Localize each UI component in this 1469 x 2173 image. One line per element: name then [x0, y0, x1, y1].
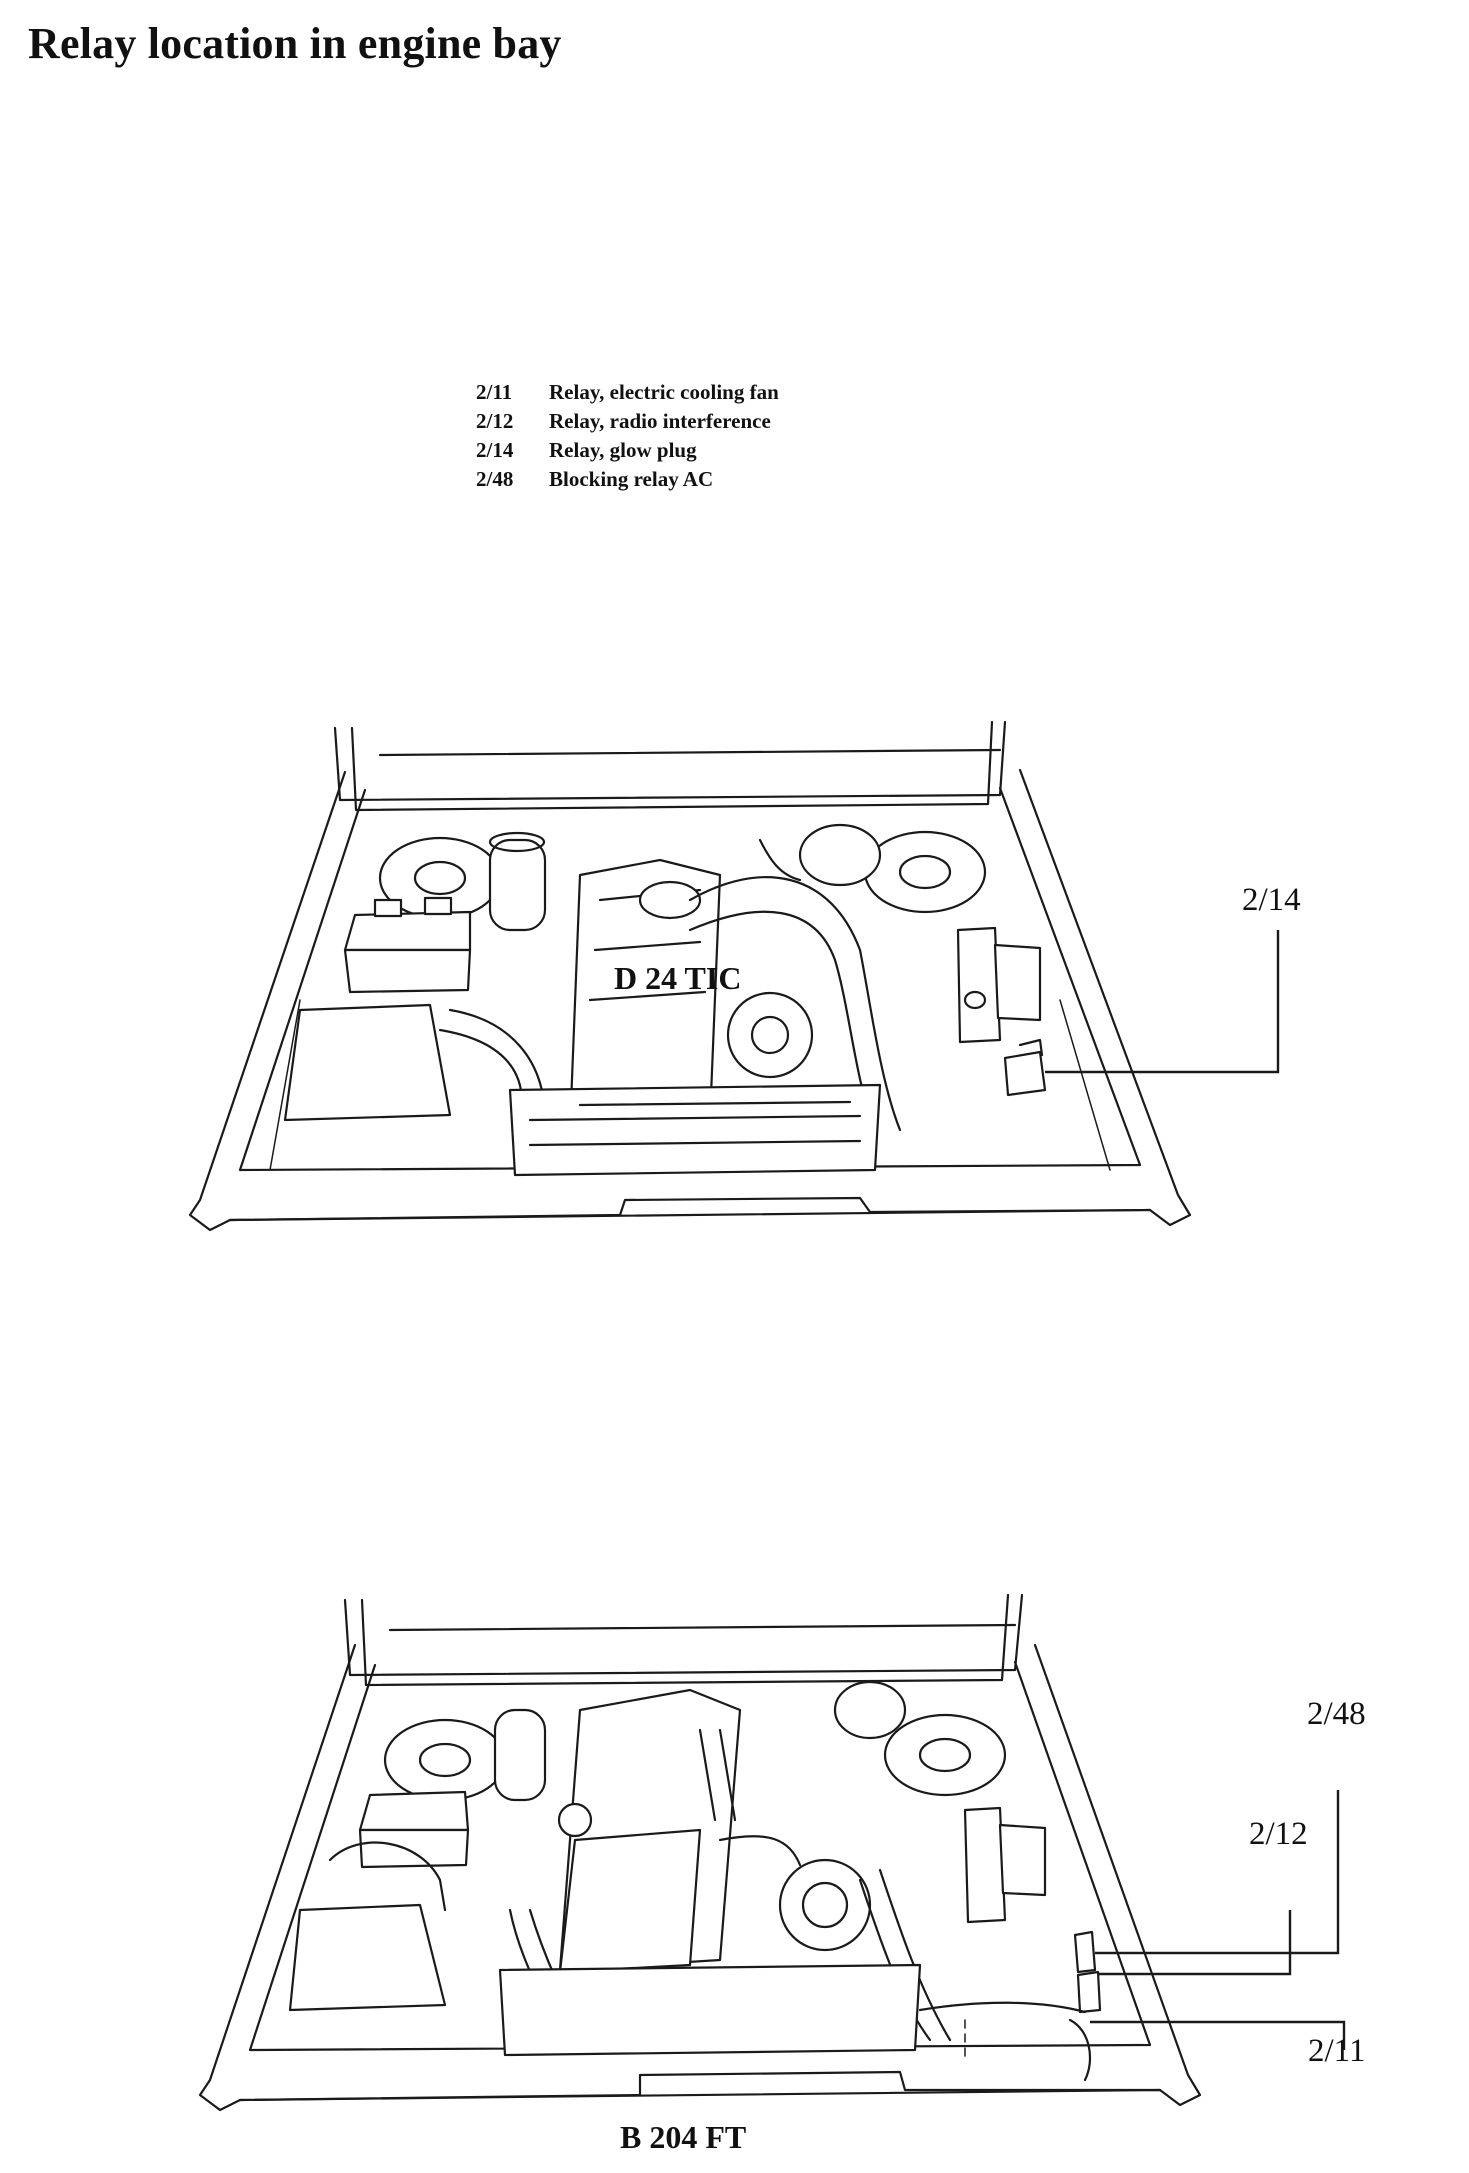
relay-legend: 2/11 Relay, electric cooling fan 2/12 Re…: [476, 378, 779, 494]
relay-2-48: [1073, 1930, 1097, 1974]
strut-tower-right: [883, 1713, 1007, 1797]
leader-line-2-14: [1045, 930, 1280, 1074]
leader-line-2-11: [1090, 2020, 1346, 2050]
strut-tower-right: [863, 830, 987, 914]
engine-bay-diagram-b204ft: 2/48 2/12 2/11 B 204 FT: [0, 1580, 1469, 2173]
legend-code: 2/14: [476, 438, 514, 462]
expansion-tank: [493, 1708, 547, 1802]
legend-label: Relay, radio interference: [549, 409, 771, 433]
legend-item: 2/48 Blocking relay AC: [476, 465, 779, 494]
diagram-caption: D 24 TIC: [614, 960, 742, 996]
callout-2-48: 2/48: [1307, 1696, 1366, 1732]
engine-bay-outline: [198, 1643, 1202, 2112]
hood-edge: [343, 1593, 1024, 1677]
air-filter-box: [288, 1903, 447, 2012]
relay-2-12: [1076, 1970, 1102, 2014]
leader-line-2-12: [1098, 1910, 1292, 1976]
diagram-caption: B 204 FT: [620, 2119, 747, 2155]
legend-item: 2/11 Relay, electric cooling fan: [476, 378, 779, 407]
engine-block: [568, 858, 722, 1132]
legend-item: 2/14 Relay, glow plug: [476, 436, 779, 465]
battery: [343, 910, 472, 952]
strut-tower-left: [383, 1718, 507, 1802]
turbocharger: [726, 991, 814, 1079]
relay-holder: [963, 1806, 1007, 1924]
expansion-tank: [488, 838, 547, 932]
callout-2-14: 2/14: [1242, 882, 1301, 918]
intake-pipe: [688, 876, 902, 1132]
engine-bay-drawing-1: [188, 720, 1280, 1232]
legend-label: Relay, electric cooling fan: [549, 380, 779, 404]
page-title: Relay location in engine bay: [28, 19, 562, 68]
legend-label: Blocking relay AC: [549, 467, 714, 491]
legend-code: 2/12: [476, 409, 514, 433]
legend-item: 2/12 Relay, radio interference: [476, 407, 779, 436]
air-filter-box: [283, 1003, 452, 1122]
legend-label: Relay, glow plug: [549, 438, 697, 462]
battery: [358, 1790, 470, 1832]
engine-bay-diagram-d24tic: 2/14 D 24 TIC: [0, 700, 1469, 1260]
legend-code: 2/11: [476, 380, 513, 404]
callout-2-11: 2/11: [1308, 2033, 1366, 2069]
turbocharger: [778, 1858, 872, 1952]
hood-edge: [333, 720, 1007, 802]
cross-member: [498, 1963, 922, 2057]
relay-holder: [956, 926, 1002, 1044]
leader-line-2-48: [1095, 1790, 1340, 1955]
glow-plug-relay: [1003, 1050, 1047, 1097]
callout-2-12: 2/12: [1249, 1816, 1308, 1852]
engine-bay-outline: [188, 768, 1192, 1232]
cross-member: [508, 1083, 882, 1177]
engine-bay-drawing-2: [198, 1593, 1346, 2112]
legend-code: 2/48: [476, 467, 514, 491]
